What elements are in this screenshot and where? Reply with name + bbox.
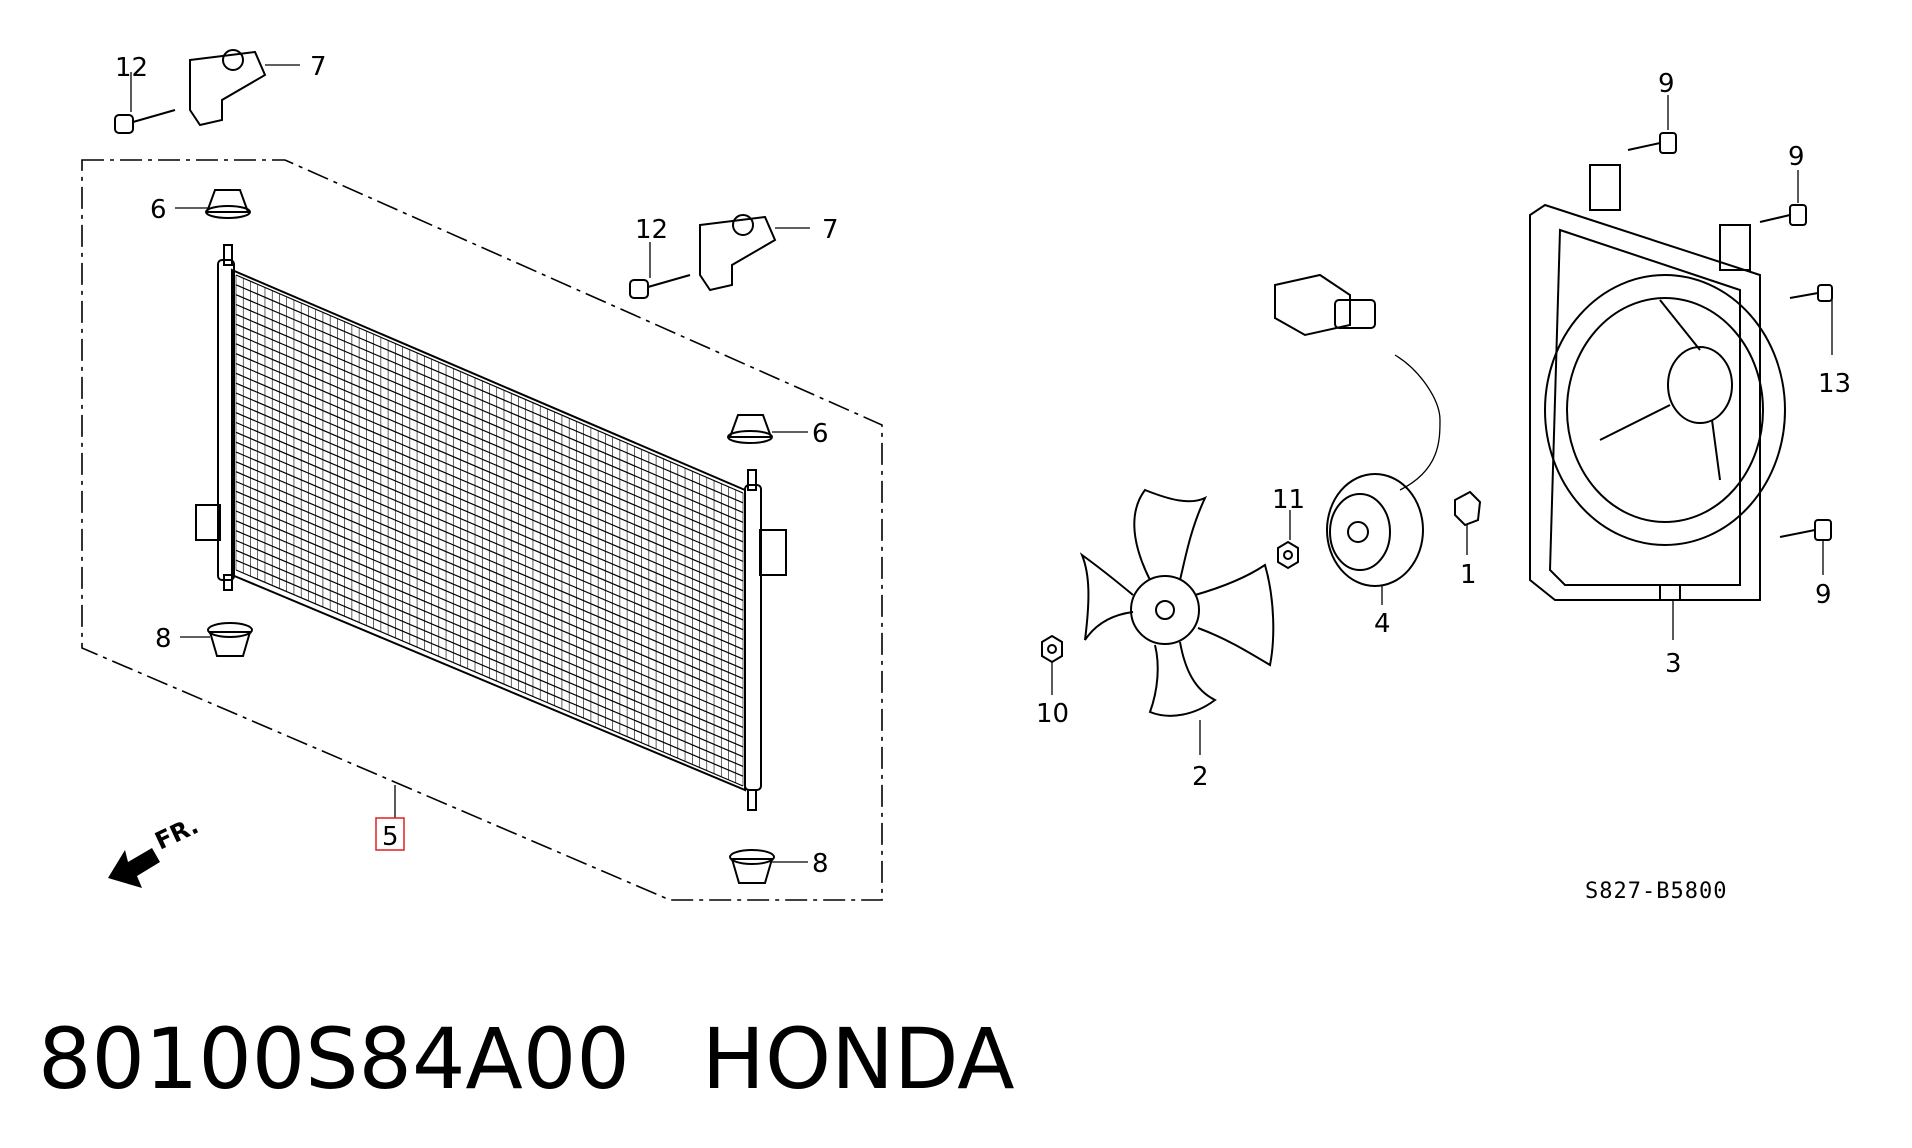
callout-11[interactable]: 11 (1272, 485, 1305, 515)
brand-name: HONDA (701, 1010, 1015, 1108)
highlighted-part-marker (375, 817, 405, 851)
callout-9-lower-right[interactable]: 9 (1815, 580, 1832, 610)
part-number: 80100S84A00 (38, 1010, 630, 1108)
front-direction-arrow (108, 848, 160, 888)
callout-9-upper-right[interactable]: 9 (1788, 142, 1805, 172)
front-direction-label: FR. (151, 811, 203, 855)
callout-5[interactable]: 5 (382, 822, 399, 852)
callout-8-right[interactable]: 8 (812, 849, 829, 879)
cooling-fan[interactable] (1079, 488, 1275, 717)
motor-nut[interactable] (1277, 540, 1299, 570)
lower-cushion-left[interactable] (207, 622, 253, 657)
callout-9-top[interactable]: 9 (1658, 69, 1675, 99)
fan-motor[interactable] (1326, 354, 1441, 587)
upper-cushion-left[interactable] (205, 189, 251, 219)
callout-7-upper[interactable]: 7 (310, 52, 327, 82)
motor-connector[interactable] (1274, 273, 1376, 337)
bracket-bolt-upper[interactable] (114, 109, 176, 134)
callout-6-right[interactable]: 6 (812, 419, 829, 449)
callout-12-lower[interactable]: 12 (635, 215, 668, 245)
callout-4[interactable]: 4 (1374, 609, 1391, 639)
leader-lines (130, 64, 1833, 863)
wire-clip[interactable] (1454, 490, 1482, 527)
condenser-bracket-lower[interactable] (699, 214, 777, 292)
diagram-code: S827-B5800 (1585, 879, 1727, 904)
callout-8-left[interactable]: 8 (155, 624, 172, 654)
bracket-bolt-lower[interactable] (629, 274, 691, 299)
shroud-bolt-top[interactable] (1627, 132, 1677, 154)
lower-cushion-right[interactable] (729, 849, 775, 884)
callout-10[interactable]: 10 (1036, 699, 1069, 729)
callout-13[interactable]: 13 (1818, 369, 1851, 399)
condenser-assembly-outline (81, 159, 883, 901)
callout-3[interactable]: 3 (1665, 649, 1682, 679)
shroud-bolt-lower-right[interactable] (1779, 519, 1832, 541)
shroud-screw[interactable] (1789, 284, 1833, 302)
callout-12-upper[interactable]: 12 (115, 53, 148, 83)
callout-2[interactable]: 2 (1192, 762, 1209, 792)
shroud-bolt-upper-right[interactable] (1759, 204, 1807, 226)
fan-shroud[interactable] (1529, 164, 1786, 601)
caption: 80100S84A00 HONDA (38, 1010, 1015, 1108)
callout-1[interactable]: 1 (1460, 560, 1477, 590)
condenser-fins (235, 274, 744, 787)
condenser[interactable] (195, 244, 787, 811)
callout-6-left[interactable]: 6 (150, 195, 167, 225)
upper-cushion-right[interactable] (727, 414, 773, 444)
condenser-bracket-upper[interactable] (189, 49, 267, 127)
fan-nut[interactable] (1041, 634, 1063, 664)
callout-7-lower[interactable]: 7 (822, 215, 839, 245)
